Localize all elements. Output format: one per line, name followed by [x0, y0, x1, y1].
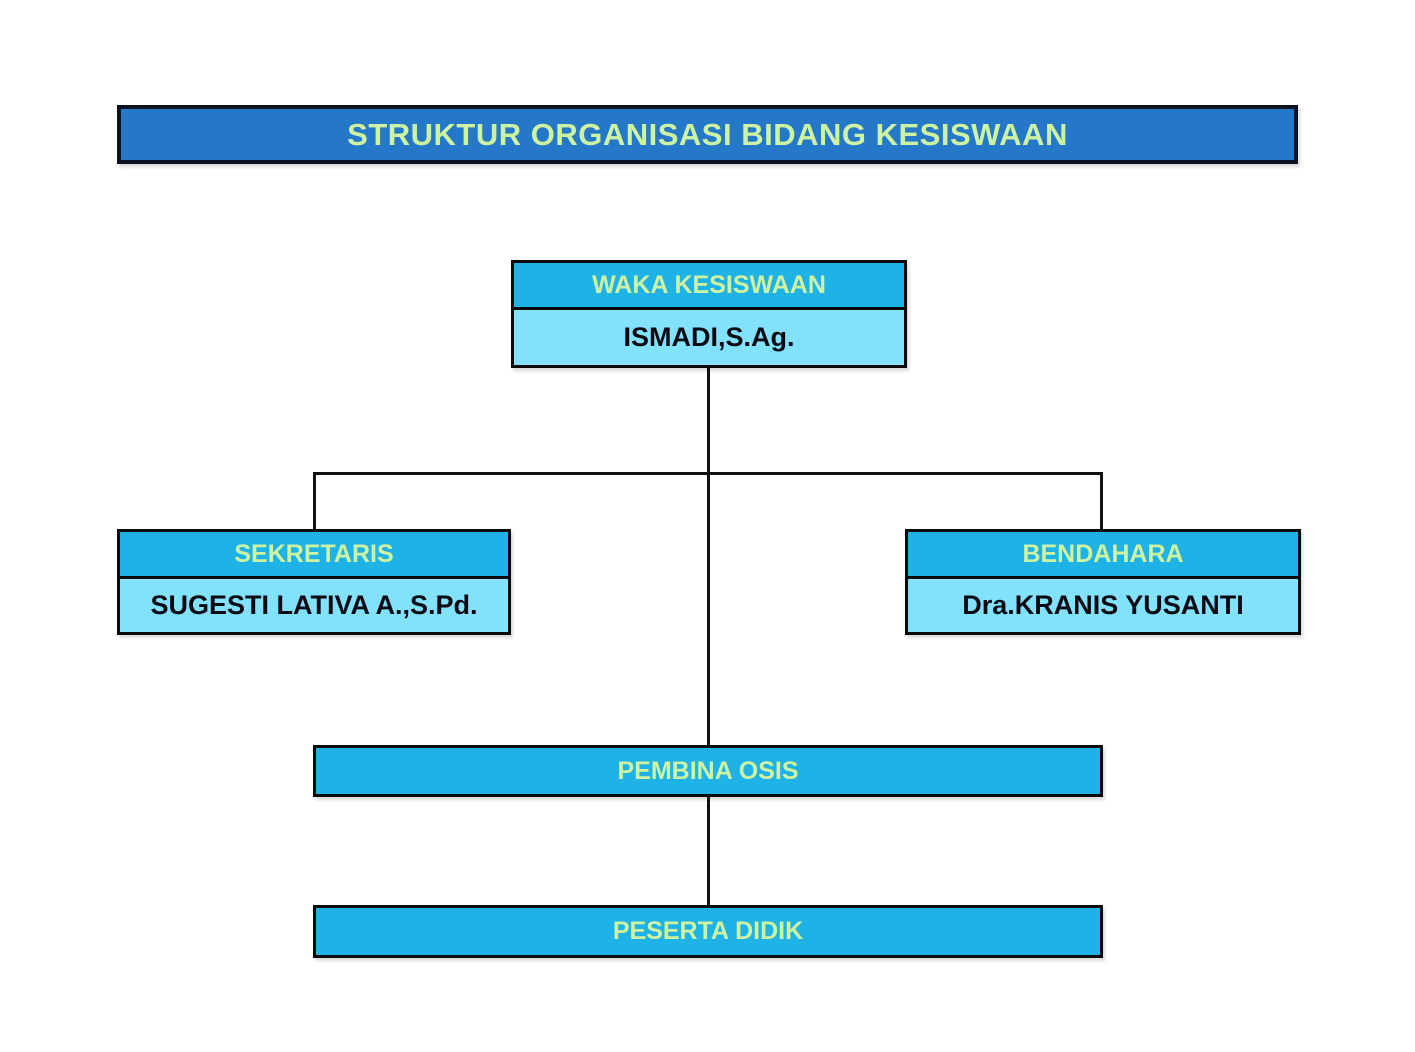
chart-title-bar: STRUKTUR ORGANISASI BIDANG KESISWAAN — [117, 105, 1298, 164]
connector-to-sekretaris — [313, 472, 316, 529]
role-label-pembina-osis: PEMBINA OSIS — [617, 756, 799, 785]
node-sekretaris: SEKRETARIS SUGESTI LATIVA A.,S.Pd. — [117, 529, 511, 635]
node-peserta-didik: PESERTA DIDIK — [313, 905, 1103, 958]
connector-pembina-to-peserta — [707, 797, 710, 905]
chart-title: STRUKTUR ORGANISASI BIDANG KESISWAAN — [347, 116, 1068, 152]
role-label-sekretaris: SEKRETARIS — [120, 532, 508, 579]
role-label-waka-kesiswaan: WAKA KESISWAAN — [514, 263, 904, 310]
name-label-waka-kesiswaan: ISMADI,S.Ag. — [514, 310, 904, 365]
role-label-bendahara: BENDAHARA — [908, 532, 1298, 579]
role-label-peserta-didik: PESERTA DIDIK — [612, 917, 804, 945]
connector-branch-horizontal — [313, 472, 1103, 475]
node-pembina-osis: PEMBINA OSIS — [313, 745, 1103, 797]
name-label-sekretaris: SUGESTI LATIVA A.,S.Pd. — [120, 579, 508, 632]
connector-to-bendahara — [1100, 472, 1103, 529]
connector-waka-to-pembina — [707, 368, 710, 745]
node-bendahara: BENDAHARA Dra.KRANIS YUSANTI — [905, 529, 1301, 635]
name-label-bendahara: Dra.KRANIS YUSANTI — [908, 579, 1298, 632]
node-waka-kesiswaan: WAKA KESISWAAN ISMADI,S.Ag. — [511, 260, 907, 368]
